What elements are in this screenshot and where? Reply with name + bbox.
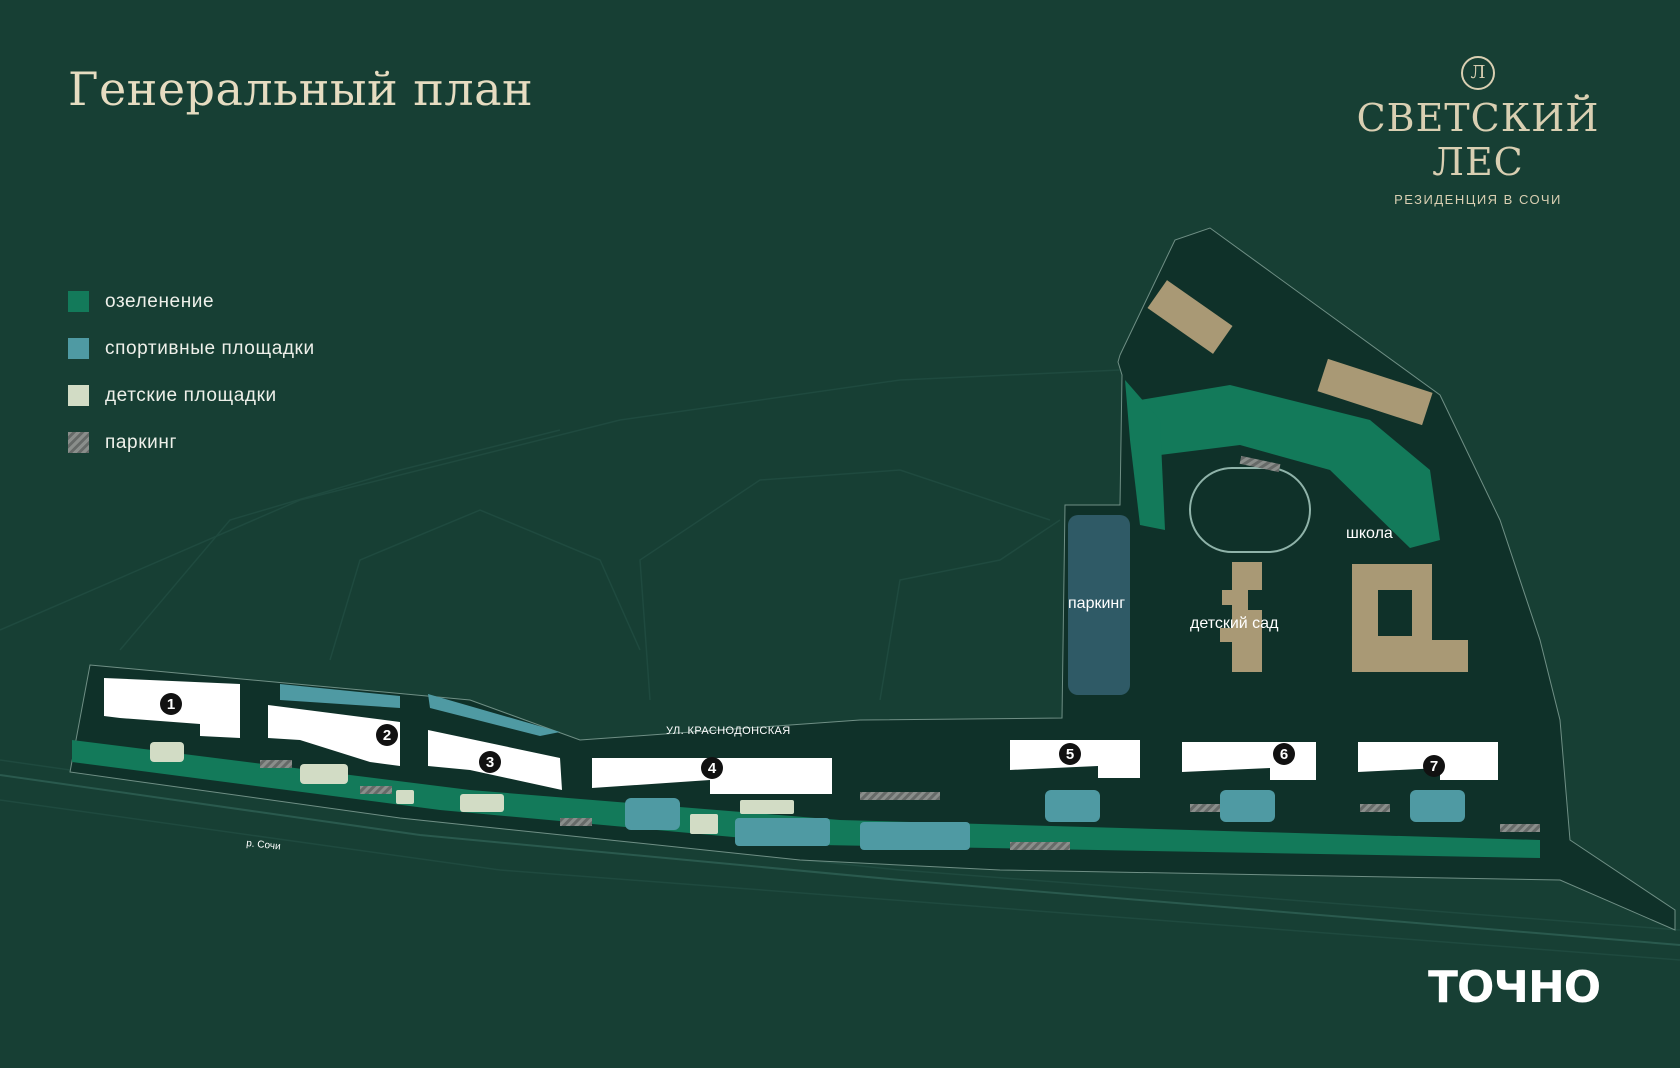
legend-item-greenery: озеленение [68,278,315,325]
sport-track [1189,467,1311,553]
legend-item-parking: паркинг [68,419,315,466]
greenery-north [1140,385,1440,548]
building-marker-6[interactable]: 6 [1273,743,1295,765]
playground-swatch [68,385,89,406]
building-marker-5[interactable]: 5 [1059,743,1081,765]
playgrounds [150,742,794,834]
kindergarten-label: детский сад [1190,615,1279,632]
building-marker-4[interactable]: 4 [701,757,723,779]
brand-logo: Л СВЕТСКИЙ ЛЕС РЕЗИДЕНЦИЯ В СОЧИ [1318,56,1638,207]
greenery-swatch [68,291,89,312]
kindergarten-building [1220,562,1262,672]
legend-label: озеленение [105,290,215,312]
sport-grounds [280,684,1465,850]
building-number: 1 [167,696,175,713]
parking-label: паркинг [1068,595,1125,612]
street-label: УЛ. КРАСНОДОНСКАЯ [666,725,791,737]
building-number: 5 [1066,746,1074,763]
building-marker-3[interactable]: 3 [479,751,501,773]
legend-label: паркинг [105,431,177,453]
brand-name: СВЕТСКИЙ ЛЕС [1356,96,1600,184]
river-label: р. Сочи [246,838,281,853]
sport-swatch [68,338,89,359]
parking-strips [260,455,1540,850]
legend-item-playground: детские площадки [68,372,315,419]
legend-label: детские площадки [105,384,277,406]
building-number: 4 [708,760,717,777]
brand-monogram-icon: Л [1461,56,1495,90]
building-marker-1[interactable]: 1 [160,693,182,715]
social-building-north-2 [1317,358,1433,426]
building-2 [268,705,400,766]
developer-logo: ТОЧНО [1428,962,1601,1013]
building-marker-2[interactable]: 2 [376,724,398,746]
building-marker-7[interactable]: 7 [1423,755,1445,777]
school-label: школа [1346,525,1393,542]
school-building [1352,564,1468,672]
social-building-north-1 [1147,280,1233,354]
brand-subtitle: РЕЗИДЕНЦИЯ В СОЧИ [1394,192,1562,207]
building-number: 7 [1430,758,1438,775]
page-title: Генеральный план [68,62,534,116]
legend-label: спортивные площадки [105,337,315,359]
river-sochi [0,774,1680,946]
parking-lot [1068,515,1130,695]
building-number: 3 [486,754,494,771]
parking-swatch [68,432,89,453]
greenery-west-strip [1125,380,1165,530]
map-legend: озеленение спортивные площадки детские п… [68,278,315,466]
building-number: 6 [1280,746,1288,763]
legend-item-sport: спортивные площадки [68,325,315,372]
building-number: 2 [383,727,391,744]
